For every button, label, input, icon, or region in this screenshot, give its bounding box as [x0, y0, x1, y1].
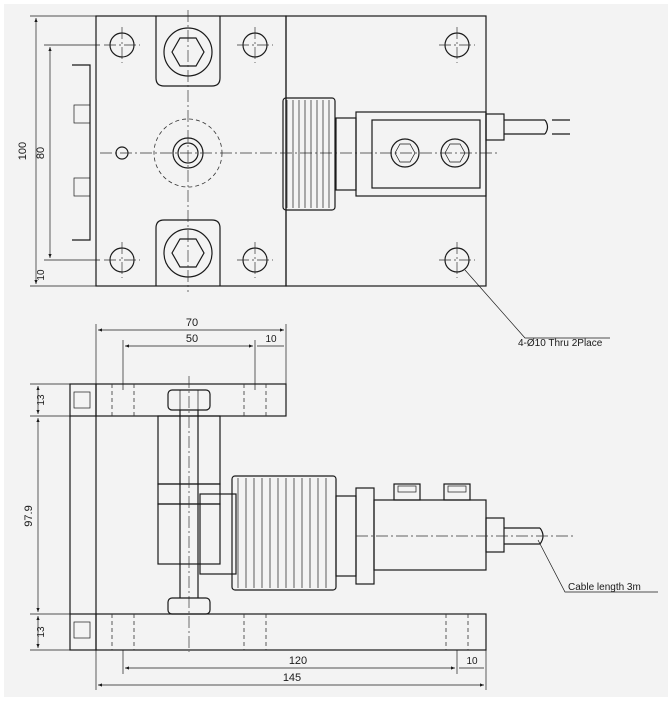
dim-height-100: 100 [17, 142, 29, 160]
dim-13-bottom: 13 [36, 626, 47, 638]
dim-145: 145 [283, 672, 301, 684]
load-cell-body-top [355, 111, 487, 197]
dim-97-9: 97.9 [23, 505, 35, 526]
bellows-top [282, 97, 336, 211]
cell-bolts-top [390, 138, 470, 168]
front-side-plate-bottom [69, 613, 97, 651]
cable-gland-top [485, 113, 505, 141]
hole-leader-line [464, 269, 610, 339]
front-side-plate-top [69, 383, 97, 417]
front-bottom-plate [95, 613, 487, 651]
cable-front [504, 527, 540, 545]
dim-10-top: 10 [265, 334, 277, 345]
top-view: 100 80 10 4-Ø10 Thru 2Place [17, 10, 610, 349]
side-bracket [72, 64, 91, 241]
load-cell-flange [335, 117, 357, 191]
front-spacer [199, 493, 237, 575]
cable-leader-line [537, 539, 658, 593]
dim-13-top: 13 [36, 394, 47, 406]
dim-50: 50 [186, 333, 198, 345]
dim-120: 120 [289, 655, 307, 667]
dim-10-bottom: 10 [466, 656, 478, 667]
dim-edge-10: 10 [36, 269, 47, 281]
front-cell-body [373, 499, 487, 571]
cable-note: Cable length 3m [568, 582, 641, 593]
front-top-plate [95, 383, 287, 417]
bellows-front [231, 475, 337, 591]
cable-gland-front [485, 517, 505, 553]
dim-inner-80: 80 [35, 147, 47, 159]
mounting-holes-top [109, 32, 470, 273]
front-cell-flange [335, 495, 357, 577]
hole-note: 4-Ø10 Thru 2Place [518, 338, 603, 349]
top-nut [167, 389, 211, 411]
load-cell-pocket [371, 119, 481, 189]
front-view: 70 50 10 13 97.9 13 120 10 [23, 317, 658, 690]
dim-70: 70 [186, 317, 198, 329]
front-cell-bolts [393, 483, 471, 501]
cable-top [504, 119, 545, 135]
